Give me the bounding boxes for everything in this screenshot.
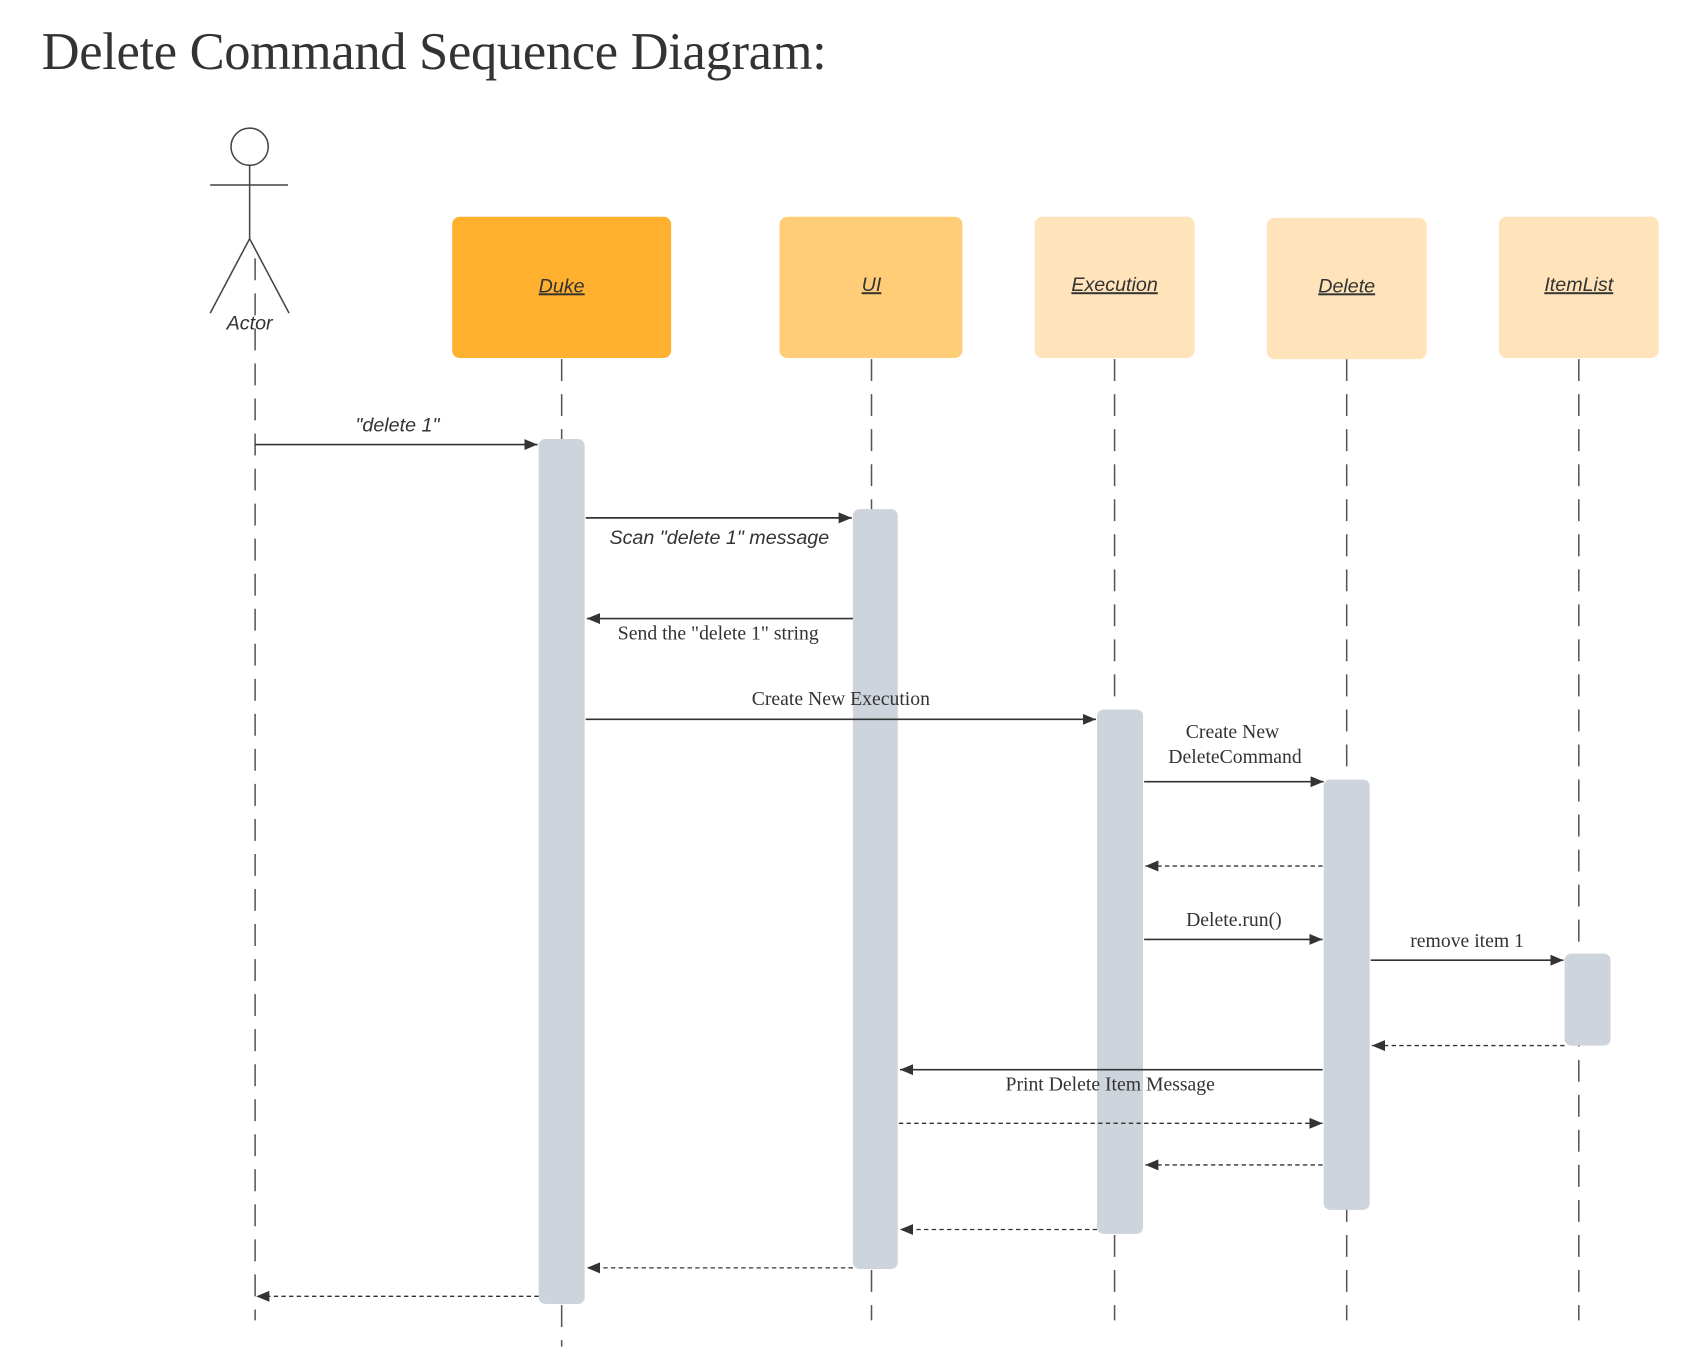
message-label: Send the "delete 1" string (618, 622, 819, 644)
participant-box (1498, 216, 1659, 359)
page-title: Delete Command Sequence Diagram: (41, 22, 827, 82)
activation-delete[interactable] (1323, 779, 1370, 1210)
message-1[interactable]: "delete 1" (255, 414, 538, 450)
participant-execution[interactable]: Execution (1034, 216, 1195, 359)
activation-ui[interactable] (852, 509, 898, 1269)
message-label: Create New Execution (752, 688, 930, 710)
message-7[interactable]: Delete.run() (1144, 909, 1323, 945)
participant-label: ItemList (1544, 274, 1614, 296)
participant-label: Delete (1318, 275, 1375, 297)
message-label: Create New DeleteCommand (1168, 721, 1302, 768)
actor-label: Actor (226, 313, 274, 335)
message-label: Scan "delete 1" message (609, 527, 829, 549)
participant-ui[interactable]: UI (779, 216, 963, 359)
message-10[interactable]: Print Delete Item Message (899, 1064, 1323, 1096)
message-label: Print Delete Item Message (1005, 1073, 1215, 1095)
messages: "delete 1" Scan "delete 1" message Send … (255, 414, 1565, 1302)
actor-figure[interactable]: Actor (209, 127, 290, 335)
message-label: Delete.run() (1186, 909, 1282, 931)
message-2[interactable]: Scan "delete 1" message (585, 512, 852, 549)
message-label-line-1: Create New (1186, 721, 1280, 743)
message-3[interactable]: Send the "delete 1" string (586, 613, 853, 645)
message-4[interactable]: Create New Execution (585, 688, 1096, 725)
activations (538, 439, 1611, 1304)
message-5[interactable]: Create New DeleteCommand (1144, 721, 1324, 788)
participant-duke[interactable]: Duke (452, 216, 672, 359)
message-label: "delete 1" (355, 414, 440, 436)
participant-box (779, 216, 963, 359)
message-8[interactable]: remove item 1 (1370, 930, 1564, 966)
activation-duke[interactable] (538, 439, 585, 1304)
lifelines (254, 258, 1580, 1347)
actor-head (230, 127, 270, 167)
participant-box (1266, 217, 1427, 360)
participant-delete[interactable]: Delete (1266, 217, 1427, 360)
participant-box (1034, 216, 1195, 359)
participant-label: Duke (539, 275, 585, 297)
participant-label: UI (862, 274, 882, 296)
activation-execution[interactable] (1097, 709, 1144, 1234)
participant-label: Execution (1071, 274, 1158, 296)
participant-box (452, 216, 672, 359)
participant-itemlist[interactable]: ItemList (1498, 216, 1659, 359)
message-label: remove item 1 (1410, 930, 1524, 952)
message-label-line-2: DeleteCommand (1168, 746, 1302, 768)
actor-right-leg (248, 238, 290, 314)
activation-itemlist[interactable] (1564, 953, 1611, 1046)
actor-left-leg (209, 238, 251, 314)
